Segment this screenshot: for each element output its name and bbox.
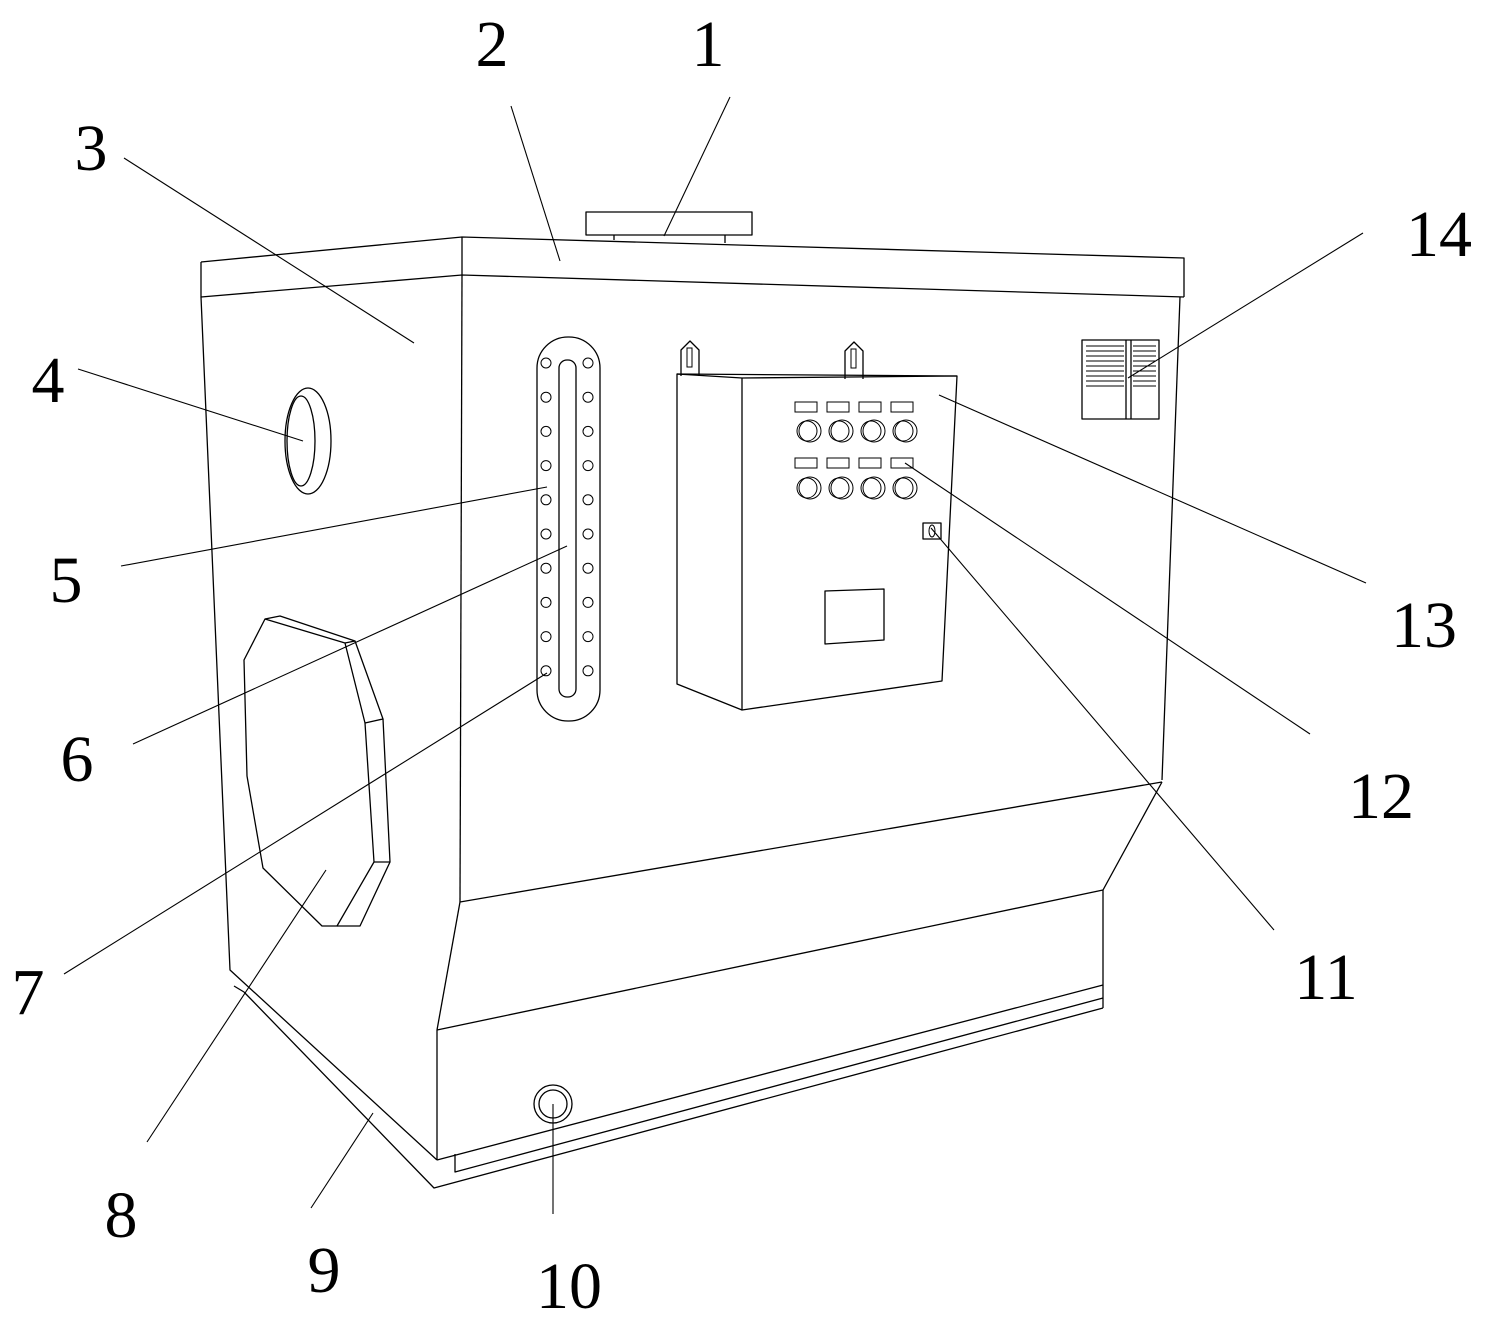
gauge-bolt [582,460,594,472]
control-knob-outer [894,476,918,500]
callout-5: 5 [50,544,83,617]
control-knob [828,420,850,442]
callout-2: 2 [476,8,509,81]
control-knob [796,420,818,442]
gauge-bolt [540,631,552,643]
level-gauge [536,336,601,722]
gauge-bolt [582,596,594,608]
indicator-lamp [826,457,850,469]
callout-labels: 1 2 3 4 5 6 7 8 9 10 11 12 13 14 [12,8,1473,1320]
gauge-bolt [540,596,552,608]
indicator-lamp [858,401,882,413]
callout-13: 13 [1391,589,1457,662]
top-lid [200,236,1185,298]
callout-1: 1 [692,8,725,81]
gauge-bolt [582,425,594,437]
gauge-bolt [540,460,552,472]
indicator-lamp [890,457,914,469]
indicator-lamp [826,401,850,413]
gauge-bolt [582,562,594,574]
callout-8: 8 [105,1179,138,1252]
gauge-bolt [582,494,594,506]
callout-7: 7 [12,956,45,1029]
control-knob [892,477,914,499]
gauge-bolt [540,357,552,369]
gauge-bolt [582,528,594,540]
callout-4: 4 [32,344,65,417]
callout-6: 6 [61,723,94,796]
indicator-lamp [794,401,818,413]
leader-lines [63,96,1367,1214]
sight-window [284,387,332,495]
base-plate [233,985,1104,1189]
control-knob [892,420,914,442]
gauge-bolt [540,665,552,677]
indicator-lamp [858,457,882,469]
control-box [676,340,958,711]
control-knob-outer [894,419,918,443]
callout-11: 11 [1294,941,1358,1014]
gauge-bolt [540,562,552,574]
control-knob [796,477,818,499]
control-knob-outer [798,419,822,443]
indicator-lamp [794,457,818,469]
control-knob [828,477,850,499]
gauge-bolt [582,391,594,403]
gauge-bolt [540,425,552,437]
top-cap [585,211,753,243]
callout-10: 10 [536,1250,602,1320]
access-door [243,615,391,927]
gauge-bolt [582,357,594,369]
callout-14: 14 [1406,198,1472,271]
gauge-bolt [540,528,552,540]
gauge-bolt [540,391,552,403]
control-knob-outer [862,476,886,500]
control-knob-outer [862,419,886,443]
control-knob-outer [830,476,854,500]
control-knob-outer [830,419,854,443]
callout-12: 12 [1348,760,1414,833]
gauge-bolt [582,631,594,643]
callout-9: 9 [308,1234,341,1307]
control-knob-outer [798,476,822,500]
gauge-bolt [540,494,552,506]
control-knob [860,477,882,499]
cabinet-body [200,274,1181,1161]
control-knob [860,420,882,442]
callout-3: 3 [75,112,108,185]
vent-grille [1081,339,1160,420]
gauge-bolt [582,665,594,677]
indicator-lamp [890,401,914,413]
